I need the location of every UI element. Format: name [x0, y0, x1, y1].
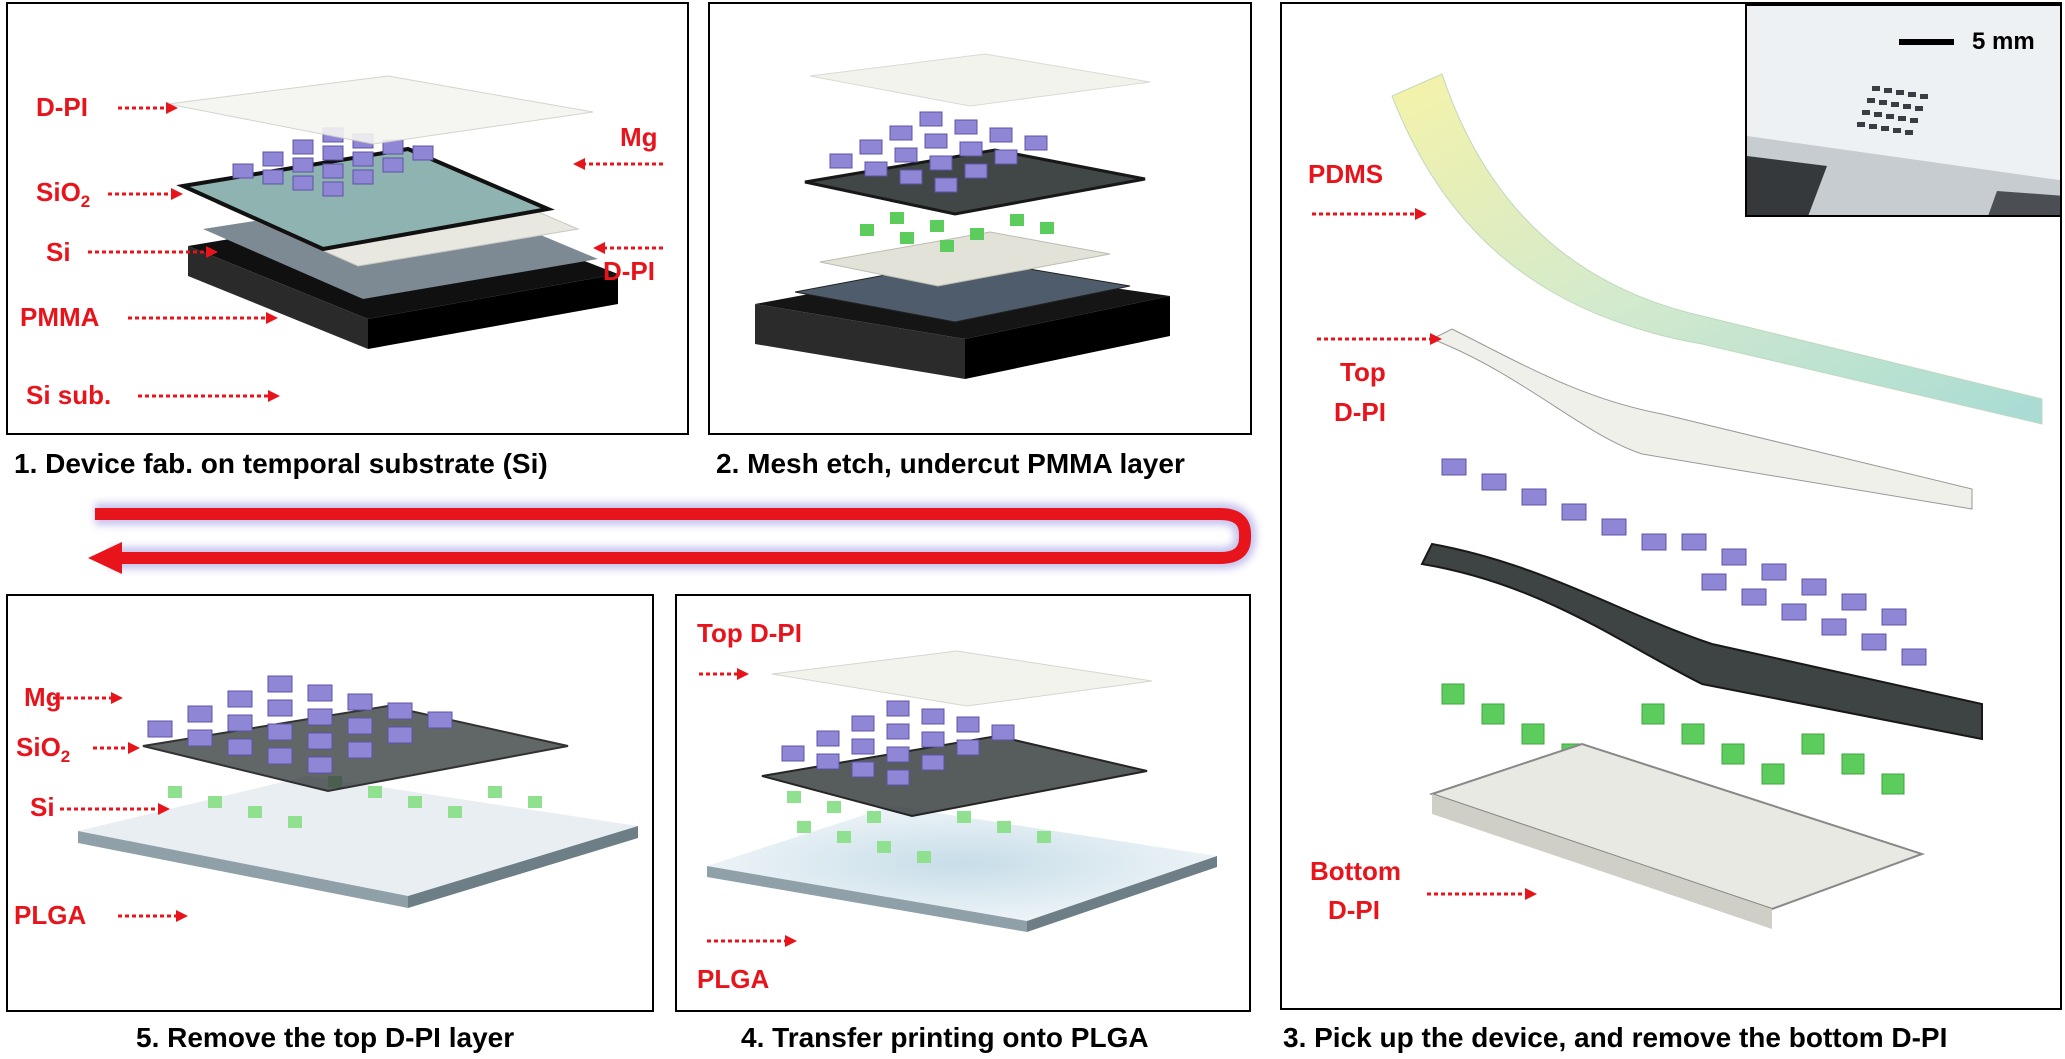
label-bottom-dpi-line1: Bottom — [1310, 856, 1401, 886]
scale-bar-label: 5 mm — [1972, 28, 2035, 55]
label-si-step5: Si — [30, 792, 55, 822]
panel-2-illustration — [755, 53, 1170, 379]
label-sio2-sub: 2 — [80, 192, 91, 212]
red-arrows — [699, 672, 787, 943]
caption-step-4: 4. Transfer printing onto PLGA — [741, 1022, 1149, 1053]
label-bottom-dpi-line2: D-PI — [1328, 895, 1380, 925]
label-d-pi-bottom: D-PI — [603, 256, 655, 286]
label-pdms: PDMS — [1308, 159, 1384, 189]
red-arrows — [88, 106, 663, 398]
label-mg-step5: Mg — [24, 682, 62, 712]
panel-1-illustration — [88, 75, 663, 402]
label-top-dpi-line2: D-PI — [1334, 397, 1386, 427]
label-pmma: PMMA — [20, 302, 100, 332]
process-flow-arrow — [88, 503, 1256, 574]
label-sio2-step5-sub: 2 — [60, 747, 71, 767]
label-mg: Mg — [620, 122, 658, 152]
caption-step-1: 1. Device fab. on temporal substrate (Si… — [14, 448, 548, 479]
inset-photo: 5 mm — [1745, 4, 2060, 217]
red-arrows — [1312, 212, 1527, 896]
label-sio2-step5: SiO2 — [16, 732, 70, 772]
panel-step-3: PDMS Top D-PI Bottom D-PI 5 mm — [1280, 2, 2062, 1010]
label-top-dpi-line1: Top — [1340, 357, 1386, 387]
label-sio2-step5-text: SiO — [16, 732, 61, 762]
red-arrows — [53, 696, 178, 918]
panel-3-illustration — [1312, 73, 2043, 929]
label-d-pi-top: D-PI — [36, 92, 88, 122]
caption-step-5: 5. Remove the top D-PI layer — [136, 1022, 515, 1053]
inset-photo-graphic — [1747, 6, 2060, 215]
panel-step-5: Mg SiO2 Si PLGA — [6, 594, 654, 1012]
label-si-sub: Si sub. — [26, 380, 112, 410]
label-plga-step4: PLGA — [697, 964, 770, 994]
panel-step-1: D-PI Mg SiO2 Si D-PI PMMA Si sub. — [6, 2, 689, 435]
label-sio2-text: SiO — [36, 177, 81, 207]
caption-step-2: 2. Mesh etch, undercut PMMA layer — [716, 448, 1185, 479]
panel-step-2 — [708, 2, 1252, 435]
label-top-dpi-step4: Top D-PI — [697, 618, 802, 648]
panel-5-illustration — [53, 675, 638, 922]
scale-bar — [1899, 39, 1954, 45]
label-si: Si — [46, 237, 71, 267]
panel-step-4: Top D-PI PLGA — [675, 594, 1251, 1012]
caption-step-3: 3. Pick up the device, and remove the bo… — [1283, 1022, 1948, 1053]
panel-4-illustration — [699, 650, 1217, 947]
label-sio2: SiO2 — [36, 177, 90, 217]
label-plga-step5: PLGA — [14, 900, 87, 930]
